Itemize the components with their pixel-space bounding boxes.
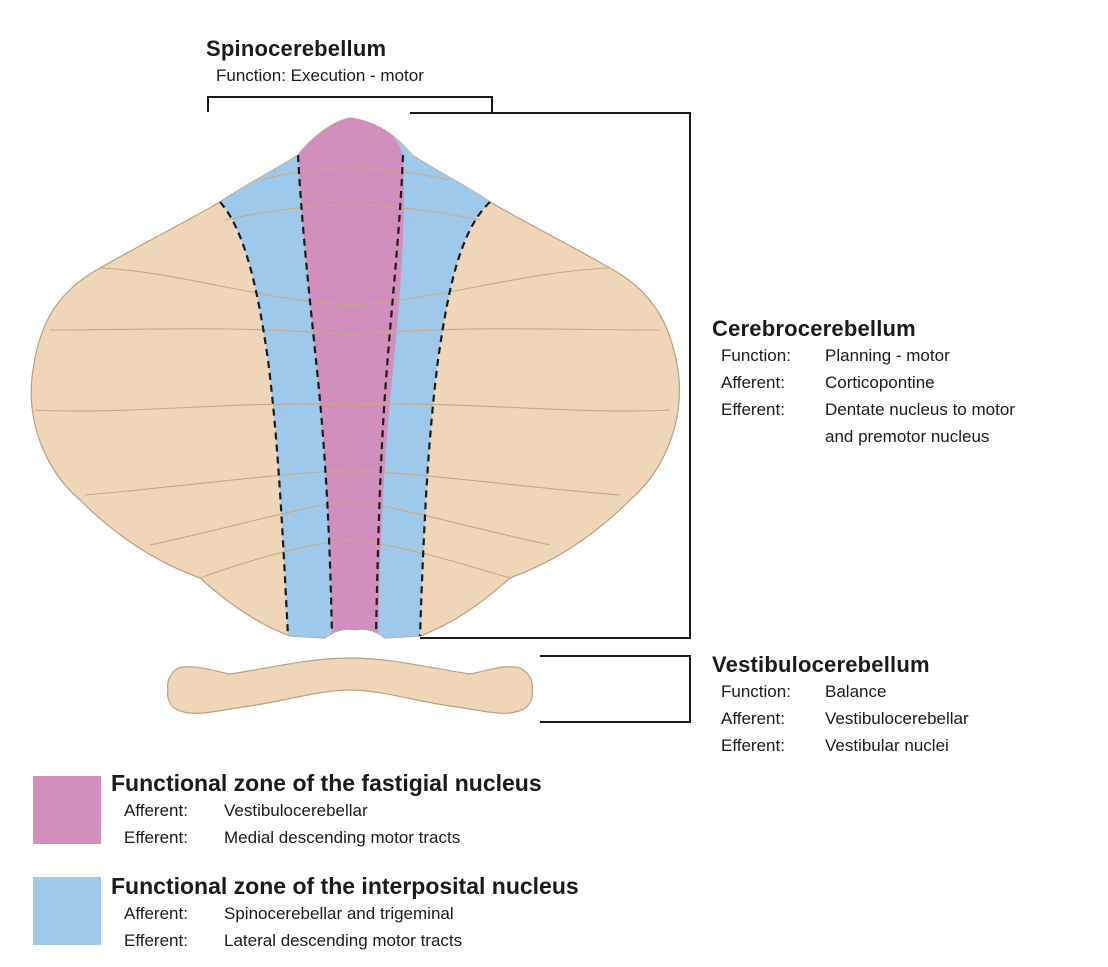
detail-row: Function: Balance [721, 678, 969, 705]
row-label: Afferent: [721, 709, 785, 728]
row-value: Corticopontine [825, 373, 935, 392]
zone-borders [219, 154, 491, 637]
interpositus-legend-title: Functional zone of the interposital nucl… [111, 873, 579, 899]
detail-row: Efferent: Lateral descending motor tracts [124, 927, 462, 954]
vestibulocerebellum-bracket [540, 655, 691, 723]
fastigial-legend-details: Afferent: Vestibulocerebellar Efferent: Me… [124, 797, 460, 851]
row-label: Efferent: [124, 828, 188, 847]
detail-row: Afferent: Vestibulocerebellar [124, 797, 460, 824]
row-value: Spinocerebellar and trigeminal [224, 904, 454, 923]
interpositus-legend-details: Afferent:Spinocerebellar and trigeminal … [124, 900, 462, 954]
cerebrocerebellum-details: Function: Planning - motor Afferent: Corti… [721, 342, 1015, 450]
row-label: Afferent: [721, 373, 785, 392]
row-value: and premotor nucleus [825, 427, 990, 446]
row-value: Vestibulocerebellar [825, 709, 969, 728]
interpositus-swatch [33, 877, 101, 945]
row-value: Dentate nucleus to motor [825, 400, 1015, 419]
row-value: Vestibulocerebellar [224, 801, 368, 820]
row-label: Function: [721, 346, 791, 365]
vestibulocerebellum-title: Vestibulocerebellum [712, 652, 930, 677]
fastigial-swatch [33, 776, 101, 844]
fastigial-zone [298, 118, 404, 638]
row-value: Lateral descending motor tracts [224, 931, 463, 950]
brackets [207, 96, 691, 723]
spinocerebellum-function: Function: Execution - motor [216, 62, 424, 89]
detail-row: Afferent: Vestibulocerebellar [721, 705, 969, 732]
vestibulocerebellum-details: Function: Balance Afferent: Vestibulocereb… [721, 678, 969, 759]
detail-row: Afferent: Spinocerebellar and trigeminal [124, 900, 462, 927]
spinocerebellum-title: Spinocerebellum [206, 36, 387, 61]
flocculonodular-lobe [167, 657, 533, 714]
row-label: Efferent: [721, 400, 785, 419]
function-label: Function: [216, 66, 286, 85]
row-label: Function: [721, 682, 791, 701]
detail-row: Efferent: Dentate nucleus to motor [721, 396, 1015, 423]
fastigial-legend-title: Functional zone of the fastigial nucleus [111, 770, 542, 796]
detail-row: and premotor nucleus [721, 423, 1015, 450]
row-label: Efferent: [721, 736, 785, 755]
row-label: Afferent: [124, 904, 188, 923]
cerebrocerebellum-title: Cerebrocerebellum [712, 316, 916, 341]
row-value: Planning - motor [825, 346, 950, 365]
function-value: Execution - motor [290, 66, 424, 85]
detail-row: Efferent: Medial descending motor tracts [124, 824, 460, 851]
row-label: Efferent: [124, 931, 188, 950]
detail-row: Efferent: Vestibular nuclei [721, 732, 969, 759]
detail-row: Function: Planning - motor [721, 342, 1015, 369]
folia-lines [34, 167, 671, 579]
row-label: Afferent: [124, 801, 188, 820]
row-value: Balance [825, 682, 887, 701]
spinocerebellum-bracket [207, 96, 493, 112]
detail-row: Afferent: Corticopontine [721, 369, 1015, 396]
row-value: Medial descending motor tracts [224, 828, 461, 847]
cerebrocerebellum-bracket [410, 112, 691, 639]
row-value: Vestibular nuclei [825, 736, 949, 755]
